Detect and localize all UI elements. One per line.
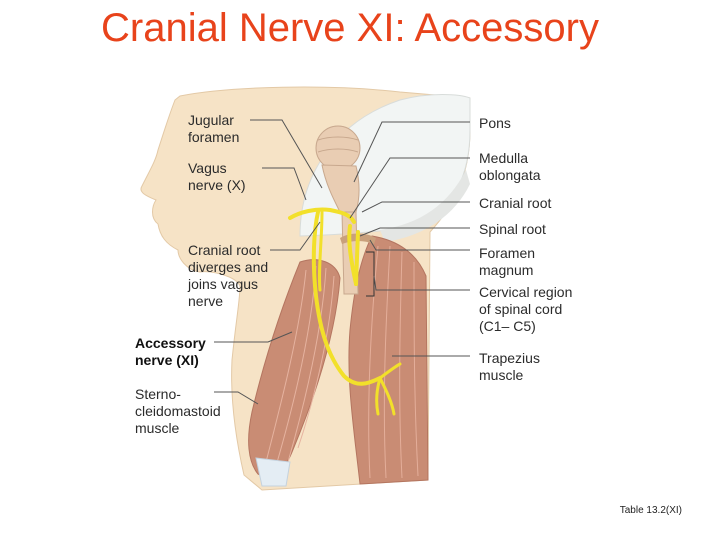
label-vagus-nerve: Vagus nerve (X) — [188, 160, 246, 194]
table-reference-caption: Table 13.2(XI) — [620, 505, 682, 516]
label-spinal-root: Spinal root — [479, 221, 546, 238]
label-cranial-root: Cranial root — [479, 195, 551, 212]
label-accessory-nerve: Accessory nerve (XI) — [135, 335, 206, 369]
label-foramen-magnum: Foramen magnum — [479, 245, 535, 279]
label-jugular-foramen: Jugular foramen — [188, 112, 239, 146]
label-medulla-oblongata: Medulla oblongata — [479, 150, 541, 184]
label-cranial-root-diverges: Cranial root diverges and joins vagus ne… — [188, 242, 268, 310]
pons — [316, 126, 360, 170]
label-pons: Pons — [479, 115, 511, 132]
label-trapezius: Trapezius muscle — [479, 350, 540, 384]
label-sternocleidomastoid: Sterno- cleidomastoid muscle — [135, 386, 221, 437]
label-cervical-region: Cervical region of spinal cord (C1– C5) — [479, 284, 572, 335]
clavicle-tendon — [256, 458, 290, 486]
